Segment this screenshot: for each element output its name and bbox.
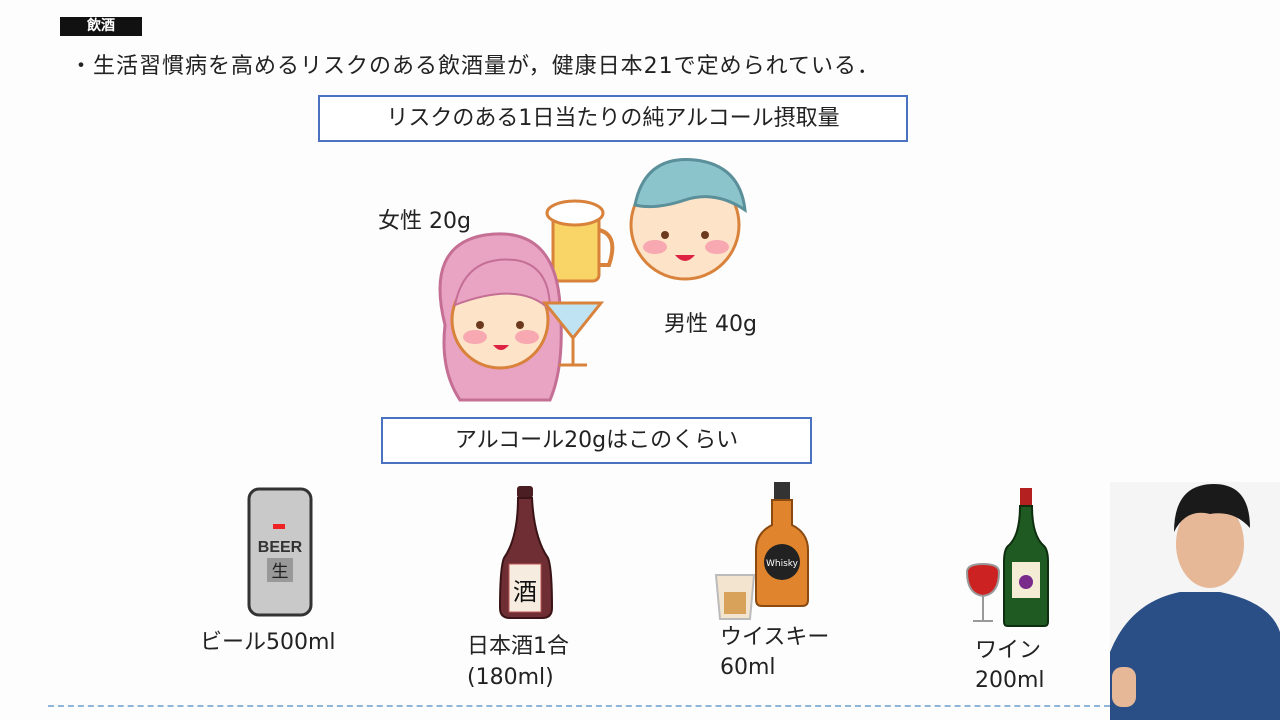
dashed-divider xyxy=(48,705,1110,707)
bullet-text: ・生活習慣病を高めるリスクのある飲酒量が，健康日本21で定められている． xyxy=(70,54,881,79)
can-sub-text: 生 xyxy=(272,562,289,582)
drink-label-whisky: ウイスキー xyxy=(720,625,830,650)
can-text: BEER xyxy=(258,539,303,556)
drink-label-beer: ビール500ml xyxy=(200,630,336,655)
presenter-video xyxy=(1110,482,1280,720)
toasting-couple-illustration xyxy=(438,158,747,402)
drink-label-whisky-volume: 60ml xyxy=(720,655,776,680)
drink-label-wine-volume: 200ml xyxy=(975,668,1045,693)
risk-heading-box: リスクのある1日当たりの純アルコール摂取量 xyxy=(318,95,908,142)
male-amount: 男性 40g xyxy=(664,312,757,337)
sake-bottle-icon: 酒 xyxy=(498,486,554,619)
drink-label-sake: 日本酒1合 xyxy=(467,634,569,659)
example-heading-box: アルコール20gはこのくらい xyxy=(381,417,812,464)
section-tag: 飲酒 xyxy=(60,17,142,36)
whisky-bottle-icon: Whisky xyxy=(714,482,809,620)
drink-label-sake-volume: (180ml) xyxy=(467,665,554,690)
whisky-label-text: Whisky xyxy=(766,559,799,569)
wine-bottle-icon xyxy=(965,488,1049,627)
sake-label-text: 酒 xyxy=(513,578,537,606)
drink-label-wine: ワイン xyxy=(975,638,1042,663)
female-amount: 女性 20g xyxy=(378,209,471,234)
beer-can-icon: BEER 生 xyxy=(247,487,313,617)
